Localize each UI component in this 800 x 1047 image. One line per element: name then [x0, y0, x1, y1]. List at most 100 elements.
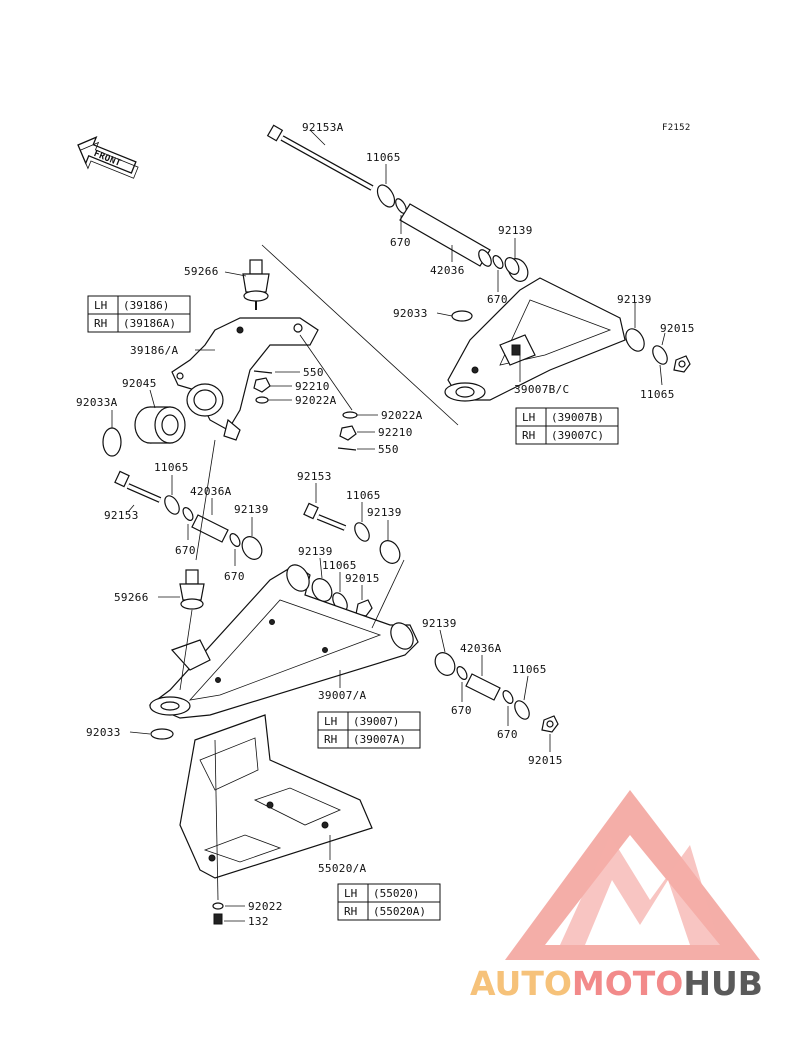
- washer-11065-left: [164, 495, 180, 515]
- label-92022A-b: 92022A: [381, 409, 423, 422]
- label-550-a: 550: [303, 366, 324, 379]
- oring-670-low2: [502, 690, 514, 704]
- sleeve-42036A-low: [465, 673, 501, 701]
- figure-code: F2152: [662, 123, 691, 133]
- ball-joint-59266-top: [242, 259, 270, 310]
- label-92153-left: 92153: [104, 509, 139, 522]
- sleeve-42036A-left: [191, 514, 229, 543]
- label-670-mid: 670: [487, 293, 508, 306]
- bushing-92139-left: [241, 536, 263, 560]
- label-92022: 92022: [248, 900, 283, 913]
- front-arrow-icon: FRONT: [77, 136, 139, 179]
- lower-arm-39007: [148, 564, 419, 719]
- table-guard-lh-part: (55020): [373, 887, 419, 900]
- label-42036A-low: 42036A: [460, 642, 502, 655]
- label-92139-low: 92139: [422, 617, 457, 630]
- label-59266-top: 59266: [184, 265, 219, 278]
- table-knuckle-lh-part: (39186): [123, 299, 169, 312]
- label-92033-top: 92033: [393, 307, 428, 320]
- ball-joint-59266-bot: [179, 569, 205, 610]
- label-59266-bot: 59266: [114, 591, 149, 604]
- label-670-left2: 670: [224, 570, 245, 583]
- bushing-92139-top: [504, 257, 529, 282]
- label-92015-low: 92015: [528, 754, 563, 767]
- part-labels: 92153A 11065 670 42036 92139 670 59266 9…: [76, 121, 695, 928]
- label-39007BC: 39007B/C: [514, 383, 569, 396]
- table-knuckle-rh-part: (39186A): [123, 317, 176, 330]
- cotter-pin-550-b: [337, 447, 357, 451]
- washer-11065-right: [652, 345, 668, 365]
- bearing-92045: [134, 406, 186, 444]
- nut-92210-b: [339, 425, 357, 441]
- label-92033-bot: 92033: [86, 726, 121, 739]
- bushing-92139-low: [434, 652, 456, 676]
- table-upper-rh-part: (39007C): [551, 429, 604, 442]
- label-670-low2: 670: [497, 728, 518, 741]
- label-11065-low: 11065: [512, 663, 547, 676]
- label-92210-b: 92210: [378, 426, 413, 439]
- label-92015-right: 92015: [660, 322, 695, 335]
- label-132: 132: [248, 915, 269, 928]
- table-guard: LH (55020) RH (55020A): [337, 883, 441, 921]
- bolt-92153-mid: [303, 502, 347, 531]
- clip-92033-bot: [150, 728, 174, 740]
- label-92139-left: 92139: [234, 503, 269, 516]
- table-lower-arm: LH (39007) RH (39007A): [317, 711, 421, 749]
- label-670-left1: 670: [175, 544, 196, 557]
- bolt-92153-left: [114, 470, 162, 503]
- table-lower-rh: RH: [324, 733, 337, 746]
- label-92210-a: 92210: [295, 380, 330, 393]
- label-92153A: 92153A: [302, 121, 344, 134]
- washer-11065-mid: [354, 522, 370, 542]
- clip-92033-top: [451, 310, 473, 322]
- table-upper-lh-part: (39007B): [551, 411, 604, 424]
- nut-92015-mid: [355, 599, 373, 617]
- oring-670-mid: [492, 255, 504, 269]
- nut-92015-right: [673, 355, 691, 373]
- guard-55020: [179, 714, 373, 879]
- table-upper-lh: LH: [522, 411, 535, 424]
- table-knuckle-rh: RH: [94, 317, 107, 330]
- bolt-132: [213, 913, 223, 925]
- label-92045: 92045: [122, 377, 157, 390]
- table-guard-rh: RH: [344, 905, 357, 918]
- oring-670-left1: [182, 507, 194, 521]
- oring-670-left2: [229, 533, 241, 547]
- label-42036: 42036: [430, 264, 465, 277]
- table-lower-rh-part: (39007A): [353, 733, 406, 746]
- label-92153-mid: 92153: [297, 470, 332, 483]
- oring-670-low1: [456, 666, 468, 680]
- upper-pivot-bolt: [266, 124, 374, 191]
- label-11065-mid: 11065: [346, 489, 381, 502]
- label-42036A-left: 42036A: [190, 485, 232, 498]
- table-lower-lh: LH: [324, 715, 337, 728]
- table-guard-lh: LH: [344, 887, 357, 900]
- label-39007A: 39007/A: [318, 689, 367, 702]
- upper-arm-39007BC: [444, 277, 626, 402]
- leader-lines: [111, 129, 666, 922]
- washer-92022A-a: [255, 396, 269, 404]
- label-92033A: 92033A: [76, 396, 118, 409]
- label-11065-top: 11065: [366, 151, 401, 164]
- snap-ring-92033A: [102, 427, 122, 457]
- label-39186A: 39186/A: [130, 344, 179, 357]
- table-knuckle: LH (39186) RH (39186A): [87, 295, 191, 333]
- label-92022A-a: 92022A: [295, 394, 337, 407]
- label-92139-mid1: 92139: [367, 506, 402, 519]
- knuckle-39186: [171, 317, 319, 441]
- bushing-92139-mid2: [311, 578, 333, 602]
- label-550-b: 550: [378, 443, 399, 456]
- table-upper-rh: RH: [522, 429, 535, 442]
- bushing-92139-right: [625, 328, 645, 352]
- label-670-low1: 670: [451, 704, 472, 717]
- nut-92210-a: [253, 377, 271, 393]
- washer-11065-low: [514, 700, 530, 720]
- washer-92022A-b: [342, 411, 358, 419]
- watermark-text: AUTOMOTOHUB: [470, 964, 763, 1003]
- label-670-top: 670: [390, 236, 411, 249]
- cotter-pin-550-a: [253, 370, 273, 374]
- label-92139-mid2: 92139: [298, 545, 333, 558]
- table-knuckle-lh: LH: [94, 299, 107, 312]
- label-92139-right: 92139: [617, 293, 652, 306]
